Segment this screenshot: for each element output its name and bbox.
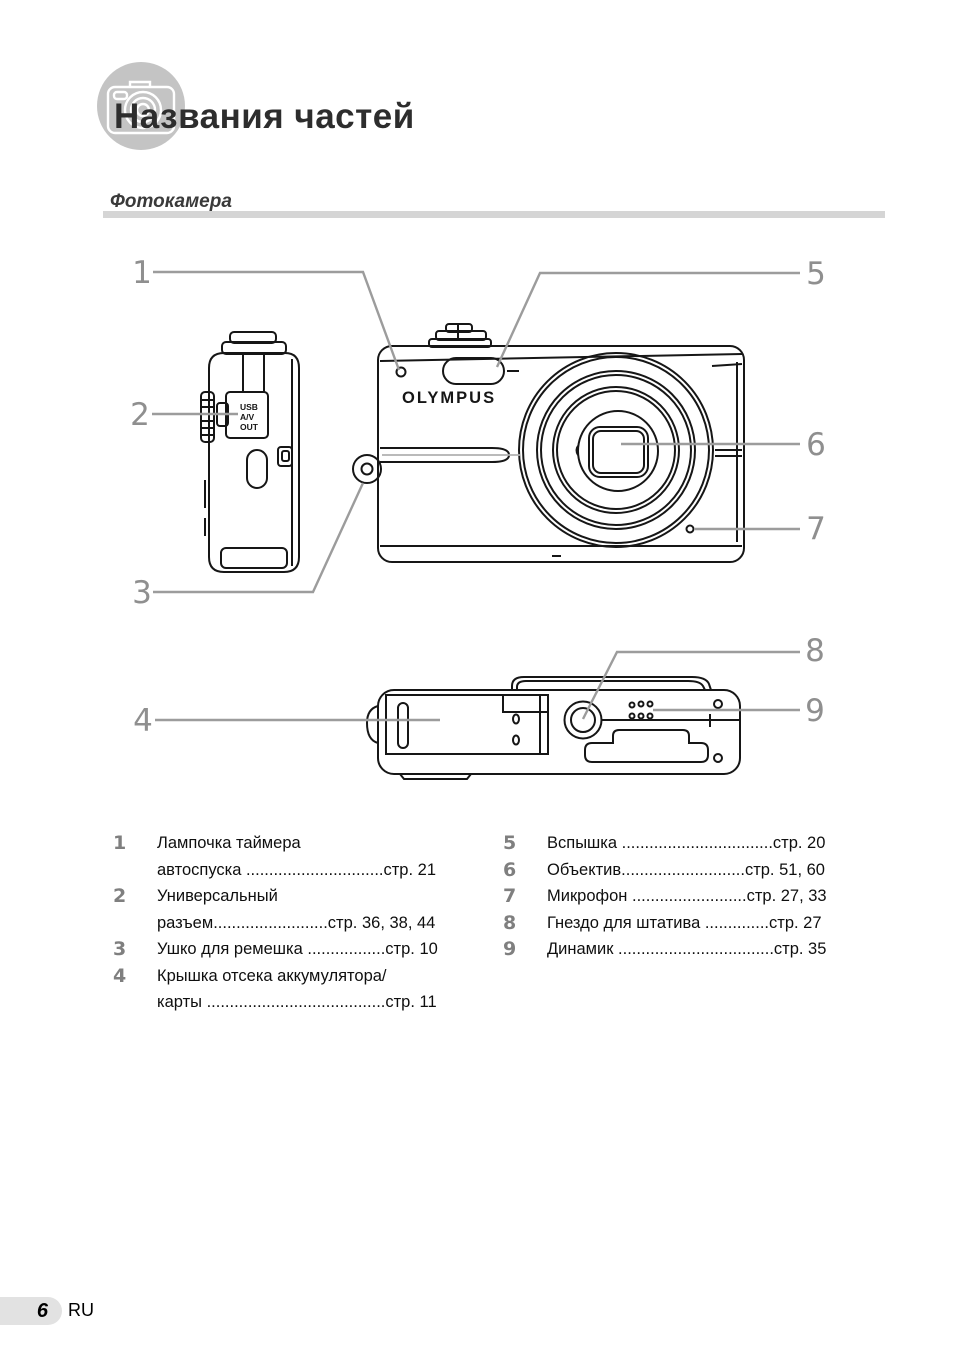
callout-line-1 bbox=[153, 270, 401, 371]
part-number: 1 bbox=[113, 832, 127, 854]
part-page-ref: разъем.........................стр. 36, … bbox=[157, 913, 436, 932]
part-item: 3 Ушко для ремешка .................стр.… bbox=[113, 936, 471, 963]
camera-side-view: USB A/V OUT bbox=[200, 331, 300, 573]
callout-lines bbox=[152, 270, 800, 722]
part-item: 5 Вспышка ..............................… bbox=[503, 830, 861, 857]
callout-number-1: 1 bbox=[132, 255, 152, 291]
self-timer-lamp-shape bbox=[395, 366, 407, 378]
camera-body-shape bbox=[377, 345, 745, 563]
callout-number-9: 9 bbox=[805, 693, 825, 729]
part-item: 2 Универсальный разъем..................… bbox=[113, 883, 471, 936]
callout-line-3 bbox=[153, 482, 365, 594]
part-label: Крышка отсека аккумулятора/ bbox=[157, 966, 387, 985]
page-number-pill: 6 bbox=[0, 1297, 62, 1325]
part-number: 4 bbox=[113, 964, 127, 987]
speaker-holes-shape bbox=[628, 700, 654, 720]
section-title: Фотокамера bbox=[110, 191, 232, 212]
port-label-usb: USB bbox=[240, 402, 258, 412]
callout-numbers: 1 2 3 4 5 6 7 8 9 bbox=[130, 255, 826, 739]
part-number: 2 bbox=[113, 885, 127, 907]
camera-parts-diagram: USB A/V OUT OLYMPUS bbox=[130, 255, 826, 780]
part-label: Вспышка ................................… bbox=[547, 834, 826, 852]
callout-number-2: 2 bbox=[130, 397, 150, 433]
part-item: 4 Крышка отсека аккумулятора/ карты ....… bbox=[113, 963, 471, 1016]
callout-number-8: 8 bbox=[805, 633, 825, 669]
part-page-ref: карты ..................................… bbox=[157, 993, 437, 1011]
part-page-ref: автоспуска .............................… bbox=[157, 860, 437, 879]
part-item: 6 Объектив...........................стр… bbox=[503, 857, 861, 884]
page-title: Названия частей bbox=[114, 97, 415, 136]
microphone-hole-shape bbox=[685, 524, 695, 534]
part-number: 8 bbox=[503, 911, 517, 934]
tripod-socket-shape bbox=[563, 700, 603, 740]
callout-number-4: 4 bbox=[133, 703, 153, 739]
part-number: 9 bbox=[503, 938, 517, 960]
camera-front-view: OLYMPUS bbox=[352, 323, 745, 563]
zoom-wheel-shape bbox=[200, 391, 215, 443]
callout-number-3: 3 bbox=[132, 575, 152, 611]
camera-bottom-view bbox=[365, 676, 741, 780]
battery-card-cover-shape bbox=[385, 694, 549, 755]
callout-line-8 bbox=[581, 650, 800, 720]
part-label: Универсальный bbox=[157, 887, 278, 905]
part-label: Гнездо для штатива ..............стр. 27 bbox=[547, 913, 822, 932]
body-groove-shape bbox=[380, 447, 742, 463]
chapter-camera-icon bbox=[97, 62, 185, 150]
part-label: Объектив...........................стр. … bbox=[547, 860, 825, 879]
part-number: 7 bbox=[503, 885, 517, 907]
page-number: 6 bbox=[36, 1299, 48, 1322]
part-number: 3 bbox=[113, 938, 127, 960]
part-label: Микрофон .........................стр. 2… bbox=[547, 887, 827, 905]
camera-glyph bbox=[106, 80, 176, 135]
callout-number-5: 5 bbox=[806, 256, 826, 292]
strap-lug-bottom-shape bbox=[365, 705, 379, 744]
part-item: 7 Микрофон .........................стр.… bbox=[503, 883, 861, 910]
port-label-out: OUT bbox=[240, 422, 259, 432]
lens-shape bbox=[518, 352, 714, 548]
flash-shape bbox=[442, 357, 505, 385]
part-label: Ушко для ремешка .................стр. 1… bbox=[157, 940, 438, 958]
callout-number-7: 7 bbox=[806, 511, 826, 547]
parts-list-left: 1 Лампочка таймера автоспуска ..........… bbox=[113, 830, 471, 1016]
callout-number-6: 6 bbox=[806, 427, 826, 463]
part-label: Динамик ................................… bbox=[547, 940, 827, 958]
brand-logo: OLYMPUS bbox=[402, 389, 496, 407]
part-item: 1 Лампочка таймера автоспуска ..........… bbox=[113, 830, 471, 883]
callout-line-5 bbox=[495, 271, 800, 368]
part-number: 5 bbox=[503, 832, 517, 854]
language-code: RU bbox=[68, 1300, 94, 1320]
parts-list-right: 5 Вспышка ..............................… bbox=[503, 830, 861, 963]
part-item: 8 Гнездо для штатива ..............стр. … bbox=[503, 910, 861, 937]
part-label: Лампочка таймера bbox=[157, 834, 301, 852]
strap-lug-side-shape bbox=[277, 446, 293, 467]
part-item: 9 Динамик ..............................… bbox=[503, 936, 861, 963]
port-label-av: A/V bbox=[240, 412, 255, 422]
section-underline bbox=[103, 211, 885, 218]
part-number: 6 bbox=[503, 858, 517, 881]
strap-eyelet-shape bbox=[352, 454, 382, 484]
